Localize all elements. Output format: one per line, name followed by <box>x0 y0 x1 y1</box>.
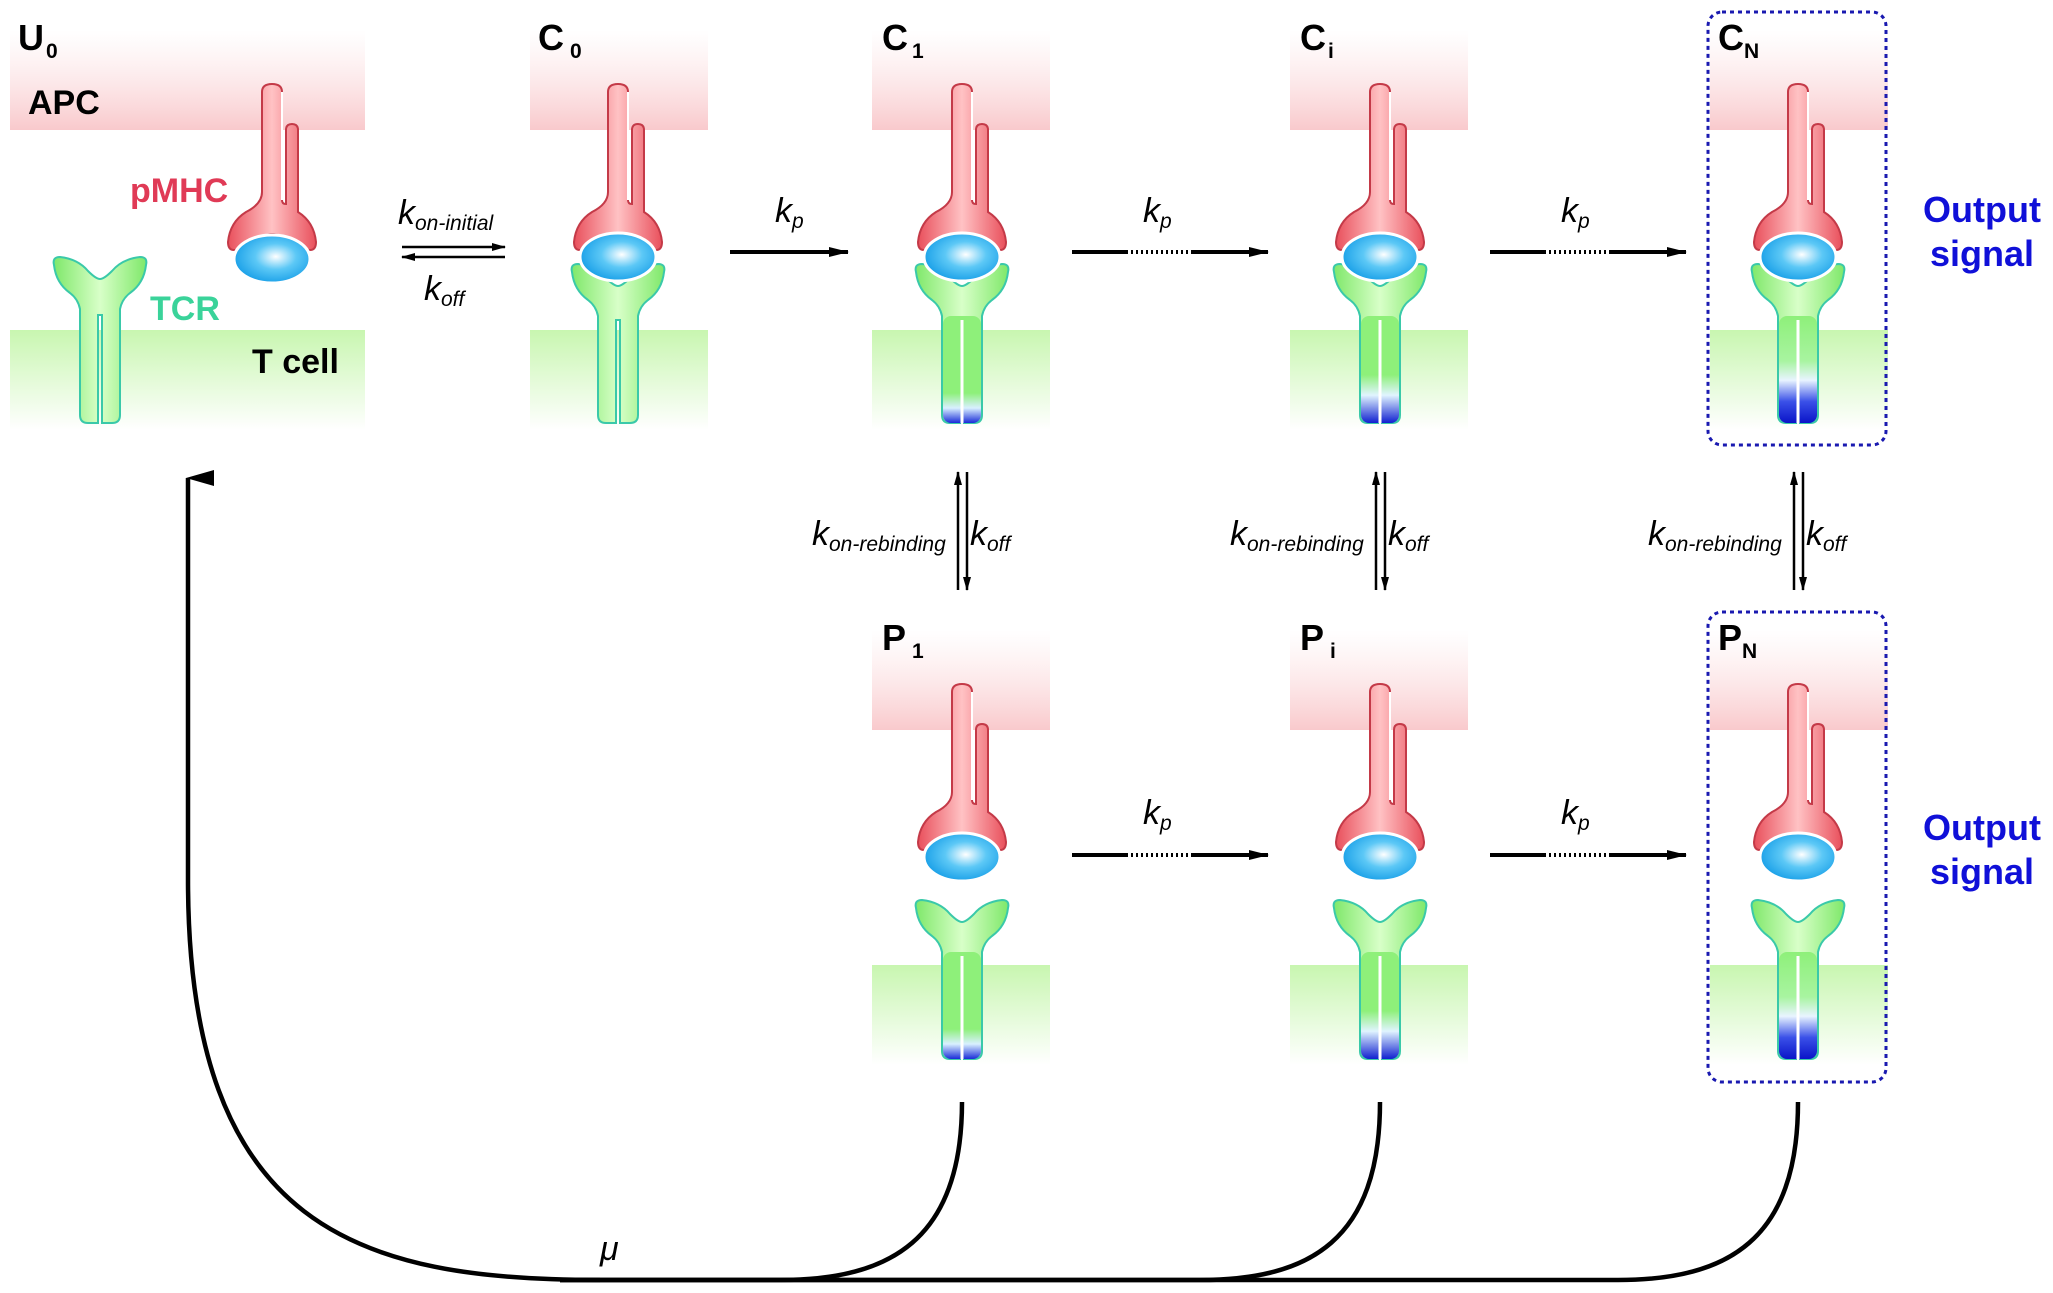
arrow-rebinding-c1-p1 <box>954 471 971 591</box>
arrow-rebinding-cn-pn <box>1790 471 1807 591</box>
rate-kp-ci-cn: kp <box>1561 192 1590 233</box>
rate-kon-rebinding-n: kon-rebinding <box>1648 515 1782 556</box>
complex-cn <box>1750 82 1846 424</box>
rate-mu: μ <box>599 1230 619 1268</box>
output-box-pn <box>1706 610 1888 1084</box>
state-label-pn: PN <box>1718 617 1757 663</box>
tcr-molecule-u0 <box>52 255 148 424</box>
rate-kp-pi-pn: kp <box>1561 794 1590 835</box>
rate-kp-p1-pi: kp <box>1143 794 1172 835</box>
output-signal-top-line2: signal <box>1930 233 2034 274</box>
rate-kon-rebinding-i: kon-rebinding <box>1230 515 1364 556</box>
complex-pi <box>1332 682 1428 1060</box>
pmhc-molecule-u0 <box>226 82 318 285</box>
rate-koff-1: koff <box>970 515 1013 556</box>
arrow-rebinding-ci-pi <box>1372 471 1389 591</box>
state-label-cn: CN <box>1718 17 1759 63</box>
rate-kp-c1-ci: kp <box>1143 192 1172 233</box>
complex-pn <box>1750 682 1846 1060</box>
tcr-label: TCR <box>150 290 220 328</box>
panel-u0 <box>10 30 365 430</box>
rate-kp-c0-c1: kp <box>775 192 804 233</box>
output-signal-top-line1: Output <box>1923 189 2041 230</box>
decay-curves <box>185 470 1801 1283</box>
state-label-u0: U0 <box>18 17 58 63</box>
state-label-ci: Ci <box>1300 17 1334 63</box>
tcell-label: T cell <box>252 343 339 381</box>
output-signal-bottom-line2: signal <box>1930 851 2034 892</box>
rate-koff-initial: koff <box>424 270 467 311</box>
rate-koff-n: koff <box>1806 515 1849 556</box>
complex-ci <box>1332 82 1428 424</box>
complex-p1 <box>914 682 1010 1060</box>
pmhc-label: pMHC <box>130 172 228 210</box>
rate-koff-i: koff <box>1388 515 1431 556</box>
output-signal-bottom-line1: Output <box>1923 807 2041 848</box>
complex-c1 <box>914 82 1010 424</box>
rate-kon-initial: kon-initial <box>398 194 495 235</box>
arrow-binding-initial <box>401 243 506 261</box>
output-box-cn <box>1706 10 1888 447</box>
apc-label: APC <box>28 84 100 122</box>
rate-kon-rebinding-1: kon-rebinding <box>812 515 946 556</box>
complex-c0 <box>570 82 666 424</box>
